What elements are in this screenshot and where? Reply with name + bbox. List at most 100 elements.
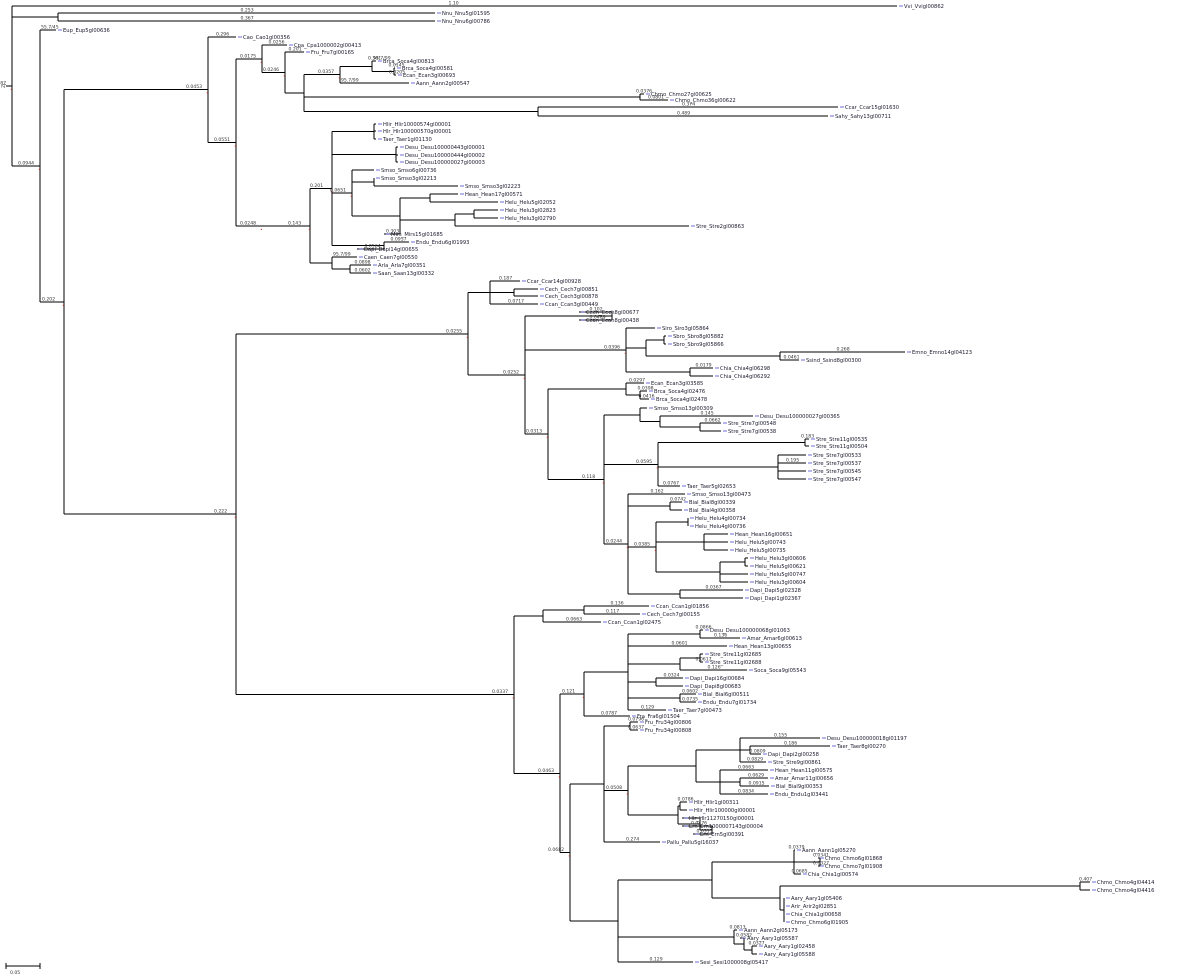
leaf-label: Chmo_Chmo36gl00622: [675, 98, 736, 104]
node-marker: •: [546, 436, 549, 441]
branch-length-label: 0.0685: [792, 869, 808, 875]
leaf-label: Desu_Desu100000027gl00003: [405, 160, 485, 166]
leaf-label: Taer_Taer1gl01130: [382, 137, 432, 143]
node-support-label: 0.0313: [526, 429, 542, 435]
node-support-label: 0.0337: [492, 689, 508, 695]
leaf-label: Dapi_Dapi1gl02367: [750, 596, 801, 602]
node-support-label: 0.143: [288, 220, 301, 226]
leaf-label: Nnu_Nnu5gl01595: [442, 11, 490, 17]
node-marker: •: [206, 92, 209, 97]
leaf-label: Dapi_Dapi2gl00258: [768, 752, 819, 758]
node-support-label: 0.0248: [240, 220, 256, 226]
node-support-label: 0.0357: [318, 69, 334, 75]
leaf-label: Bial_Bial6gl00511: [703, 692, 749, 698]
branch-length-label: 0.0809: [750, 749, 766, 755]
branch-length-label: 0.303: [386, 229, 399, 235]
leaf-label: Helu_Helu5gl00621: [755, 564, 806, 570]
leaf-label: Stre_Stre11gl00504: [816, 444, 868, 450]
branch-length-label: 0.407: [1079, 877, 1092, 883]
leaf-label: Chia_Chia1gl00574: [808, 872, 859, 878]
branch-length-label: 0.0898: [355, 260, 371, 266]
leaf-label: Pallu_Pallu5gl16037: [667, 840, 719, 846]
leaf-label: Amar_Amar11gl00656: [775, 776, 833, 782]
leaf-label: Sbro_Sbro8gl05882: [673, 334, 724, 340]
leaf-label: Fra_Fra6gl01504: [637, 714, 681, 720]
branch-length-label: 0.0834: [738, 789, 754, 795]
leaf-label: Bial_Bial8gl00339: [689, 500, 735, 506]
branch-length-label: 0.0663: [566, 617, 582, 623]
leaf-label: Hlr_Hlr11270150gl00001: [689, 816, 754, 822]
node-support-label: 0.0944: [18, 160, 34, 166]
leaf-label: Ecan_Ecan3gl03585: [651, 381, 703, 387]
scale-bar: 0.05: [5, 963, 41, 976]
branch-length-label: 0.0476: [691, 821, 707, 827]
branch-length-label: 0.0813: [730, 925, 746, 931]
leaf-label: Hean_Hean16gl00651: [735, 532, 793, 538]
leaf-label: Dapi_Dapi14gl00655: [364, 247, 418, 253]
leaf-label: Stre_Stre9gl00861: [773, 760, 821, 766]
branch-length-label: 0.0742: [670, 497, 686, 503]
node-marker: •: [523, 377, 526, 382]
branch-length-label: 0.129: [650, 957, 663, 963]
root-label: Zj: [1, 84, 7, 88]
leaf-label: Hlir_Hlir10000574gl00001: [383, 122, 451, 128]
leaf-label: Aary_Aary1gl05406: [791, 896, 842, 902]
leaf-label: Caen_Caen7gl00550: [364, 255, 418, 261]
node-support-label: 0.0651: [330, 188, 346, 194]
leaf-label: Smso_Smso6gl00736: [381, 168, 437, 174]
node-marker: •: [234, 144, 237, 149]
leaf-label: Soca_Soca9gl05543: [754, 668, 806, 674]
leaf-label: Fru_Fru34gl00808: [645, 728, 691, 734]
branch-length-label: 0.253: [241, 8, 254, 14]
node-support-label: 0.0453: [186, 84, 202, 90]
leaf-label: Arla_Arla7gl00351: [378, 263, 426, 269]
leaf-label: Sahy_Sahy13gl00711: [835, 114, 891, 120]
node-support-label: 0.0463: [538, 768, 554, 774]
branch-length-label: 0.0796: [628, 717, 644, 723]
leaf-label: Stre_Stre7gl00538: [728, 429, 776, 435]
leaf-label: Helu_Helu3gl00604: [755, 580, 806, 586]
leaf-label: Brca_Soca4gl02478: [656, 397, 707, 403]
leaf-label: Sbro_Sbro9gl05866: [673, 342, 724, 348]
branch-length-label: 0.367: [241, 16, 254, 22]
leaf-label: Mirs_Mirs15gl01685: [391, 232, 443, 238]
leaf-label: Taer_Taer5gl02653: [686, 484, 736, 490]
node-marker: •: [656, 466, 659, 471]
node-marker: •: [283, 75, 286, 80]
support-label: 95.7/99: [333, 252, 351, 258]
node-marker: •: [624, 352, 627, 357]
leaf-label: Ccan_Ccan1gl01856: [656, 604, 709, 610]
branch-length-label: 0.186: [784, 741, 797, 747]
scale-bar-label: 0.05: [10, 970, 20, 976]
branch-length-label: 0.162: [651, 489, 664, 495]
leaf-label: Chmo_Chmo6gl01868: [825, 856, 882, 862]
leaf-label: Nnu_Nnu6gl00786: [442, 19, 490, 25]
branch-length-label: 0.374: [682, 102, 695, 108]
leaf-label: Helu_Helu3gl02790: [505, 216, 556, 222]
leaf-label: Dapi_Dapi16gl00684: [690, 676, 745, 682]
branch-length-label: 0.0717: [508, 299, 524, 305]
node-support-label: 0.0487: [0, 80, 6, 86]
leaf-label: Hlir_Hlir1gl00311: [694, 800, 739, 806]
branch-length-label: 0.0735: [682, 697, 698, 703]
node-support-label: 0.0175: [240, 53, 256, 59]
leaf-label: Desu_Desu100000443gl00001: [405, 145, 485, 151]
leaf-label: Hlr_Hlr100000570gl00001: [383, 129, 451, 135]
leaf-label: Desu_Desu100000027gl00365: [760, 414, 840, 420]
node-marker: •: [626, 546, 629, 551]
branch-length-label: 0.0957: [391, 237, 407, 243]
branch-length-label: 0.136: [714, 633, 727, 639]
branch-length-label: 0.0398: [638, 386, 654, 392]
leaf-label: Stre_Stre2gl00863: [696, 224, 744, 230]
leaf-label: Ccan_Ccan1gl02475: [608, 620, 661, 626]
branch-length-label: 0.117: [606, 609, 619, 615]
leaf-label: Aann_Aann1gl05270: [802, 848, 856, 854]
branch-length-label: 0.489: [677, 111, 690, 117]
branch-length-label: 0.187: [499, 276, 512, 282]
branch-length-label: 0.0376: [636, 89, 652, 95]
leaf-label: Helu_Helu4gl00734: [695, 516, 746, 522]
node-marker: •: [626, 793, 629, 798]
branch-length-label: 0.0367: [706, 585, 722, 591]
branch-length-label: 0.0582: [736, 933, 752, 939]
leaf-label: Helu_Helu5gl00747: [755, 572, 806, 578]
